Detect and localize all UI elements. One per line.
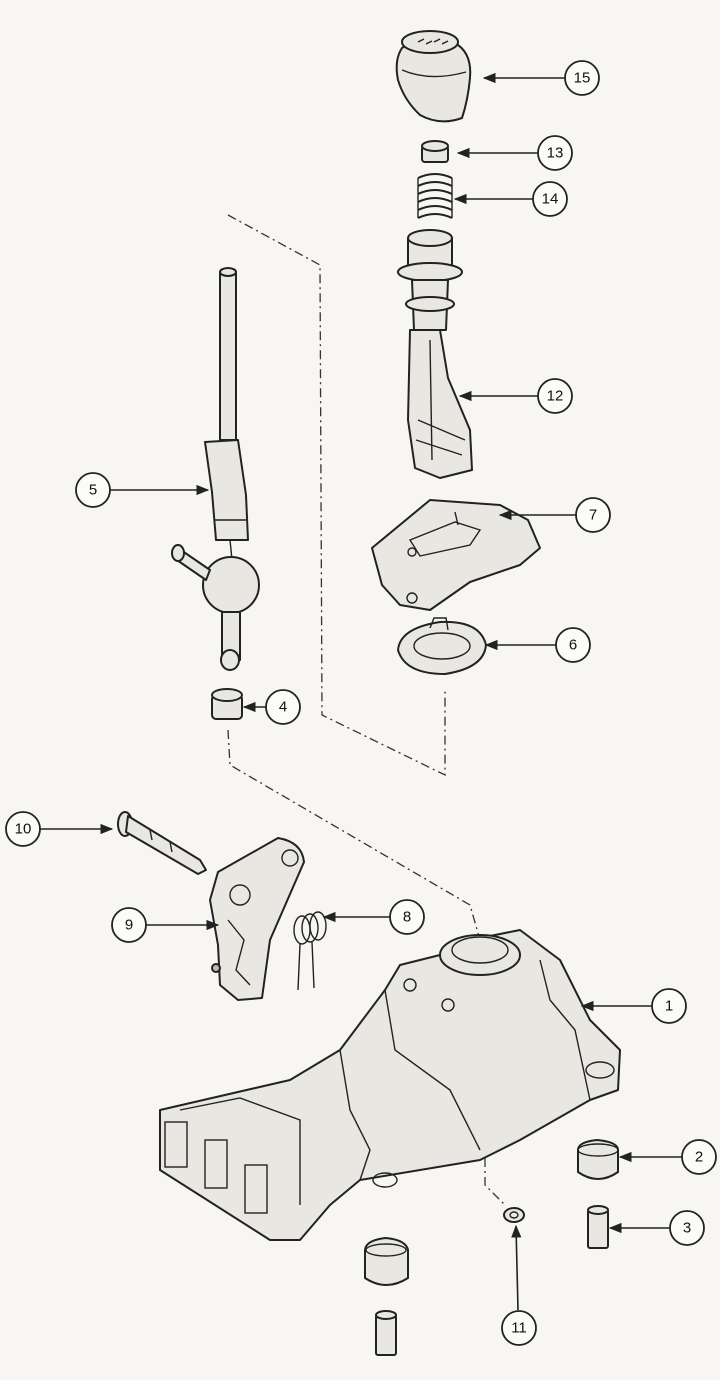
callout-label: 12 [547,388,564,405]
retaining-nut [421,140,449,163]
callout-4: 4 [265,689,301,725]
callout-13: 13 [537,135,573,171]
gear-lever [171,267,260,671]
callout-label: 1 [665,998,673,1015]
callout-label: 10 [15,821,32,838]
callout-10: 10 [5,811,41,847]
bush [211,688,243,720]
callout-label: 7 [589,507,597,524]
callout-label: 2 [695,1149,703,1166]
callout-1: 1 [651,988,687,1024]
callout-label: 11 [511,1320,527,1337]
callout-8: 8 [389,899,425,935]
callout-9: 9 [111,907,147,943]
locating-ring [397,617,487,675]
sleeve-bottom [375,1310,397,1356]
callout-15: 15 [564,60,600,96]
leader-lines [40,72,682,1311]
mounting-bush-bottom [364,1237,409,1286]
gear-knob [395,30,472,123]
callout-12: 12 [537,378,573,414]
leader-11 [511,1224,522,1311]
shift-sleeve [397,229,473,479]
cover [371,499,541,611]
callout-label: 5 [89,482,97,499]
torsion-spring [293,911,327,991]
callout-14: 14 [532,181,568,217]
callout-11: 11 [501,1310,537,1346]
sleeve-right [587,1205,609,1249]
callout-7: 7 [575,497,611,533]
callout-5: 5 [75,472,111,508]
washer [503,1207,525,1223]
pivot-pin [117,811,207,875]
callout-label: 3 [683,1220,691,1237]
callout-label: 13 [547,145,564,162]
callout-label: 8 [403,909,411,926]
callout-2: 2 [681,1139,717,1175]
callout-label: 4 [279,699,287,716]
callout-3: 3 [669,1210,705,1246]
gear-shift-housing [159,929,621,1241]
callout-label: 9 [125,917,133,934]
bracket [209,837,305,1001]
mounting-bush-right [577,1139,619,1180]
callout-label: 15 [574,70,591,87]
callout-label: 6 [569,637,577,654]
callout-6: 6 [555,627,591,663]
callout-label: 14 [542,191,559,208]
spring [417,173,453,219]
